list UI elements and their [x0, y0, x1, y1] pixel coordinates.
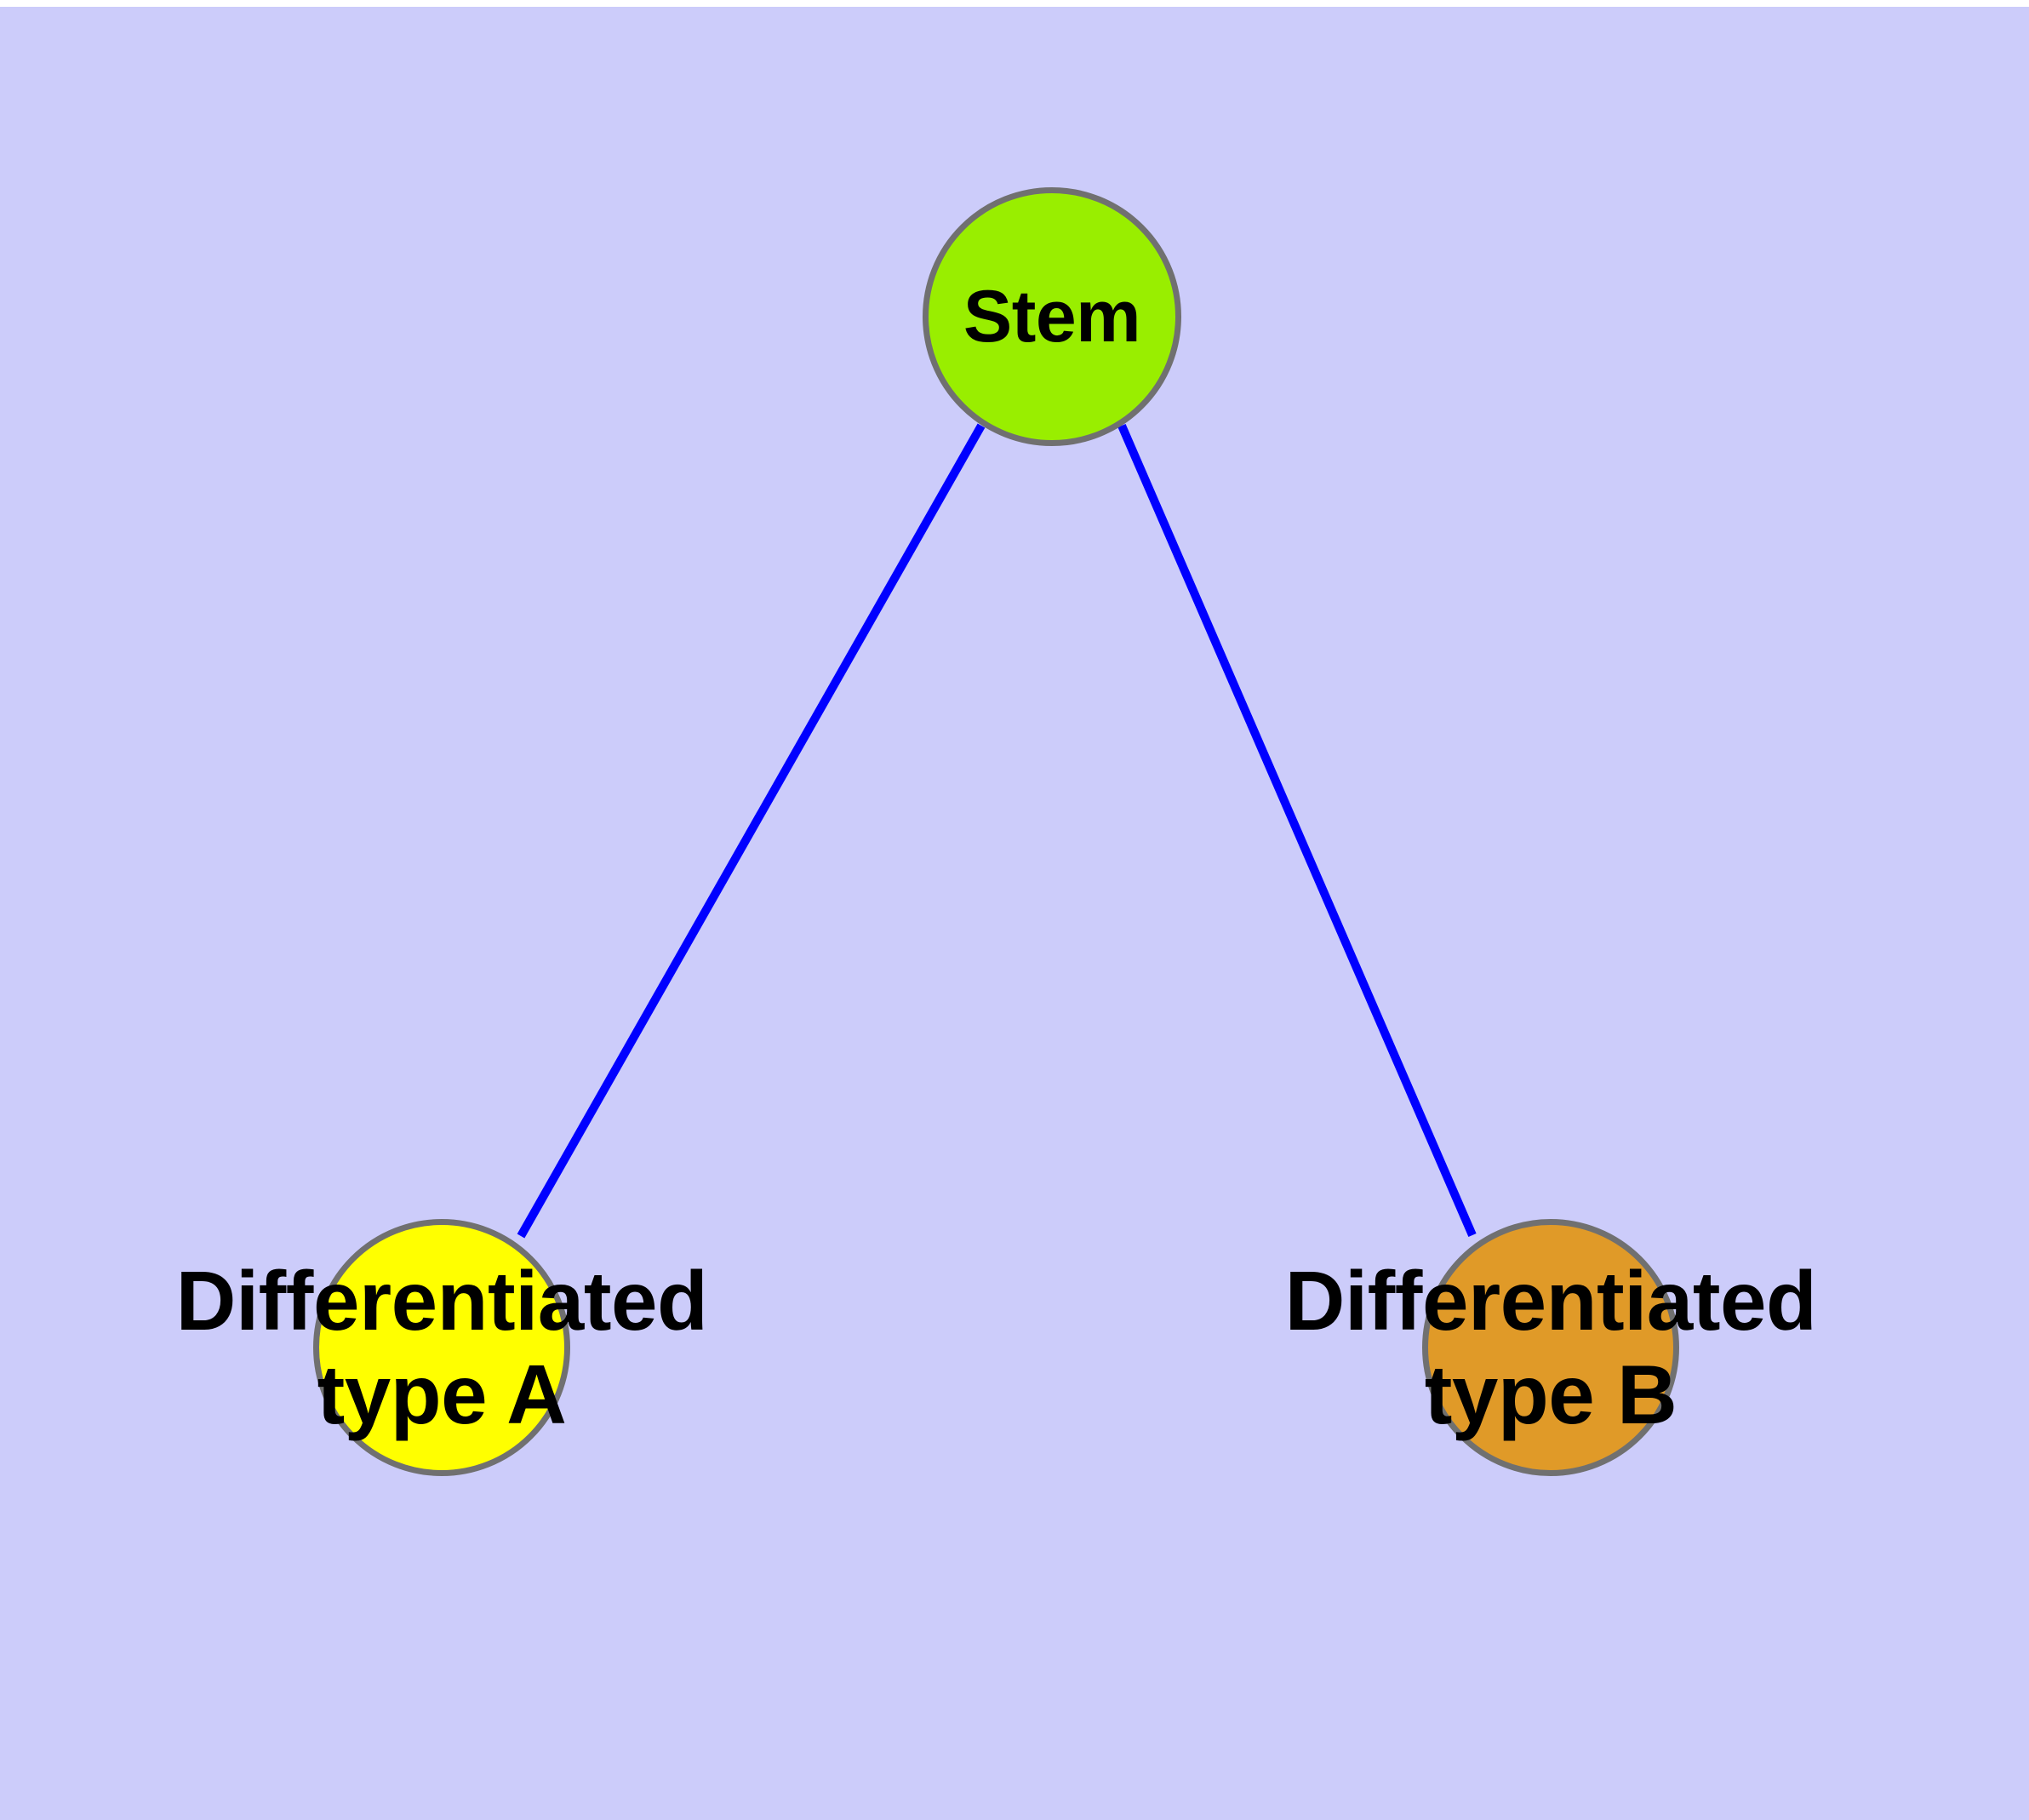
node-layer: [313, 187, 1679, 1476]
edge-stem-to-differentiated-type-b[interactable]: [1117, 424, 1477, 1237]
edge-layer: [517, 423, 1477, 1239]
node-stem[interactable]: [923, 187, 1181, 446]
node-differentiated-type-a[interactable]: [313, 1219, 570, 1476]
edge-stem-to-differentiated-type-a[interactable]: [517, 423, 986, 1239]
node-differentiated-type-b[interactable]: [1422, 1219, 1679, 1476]
